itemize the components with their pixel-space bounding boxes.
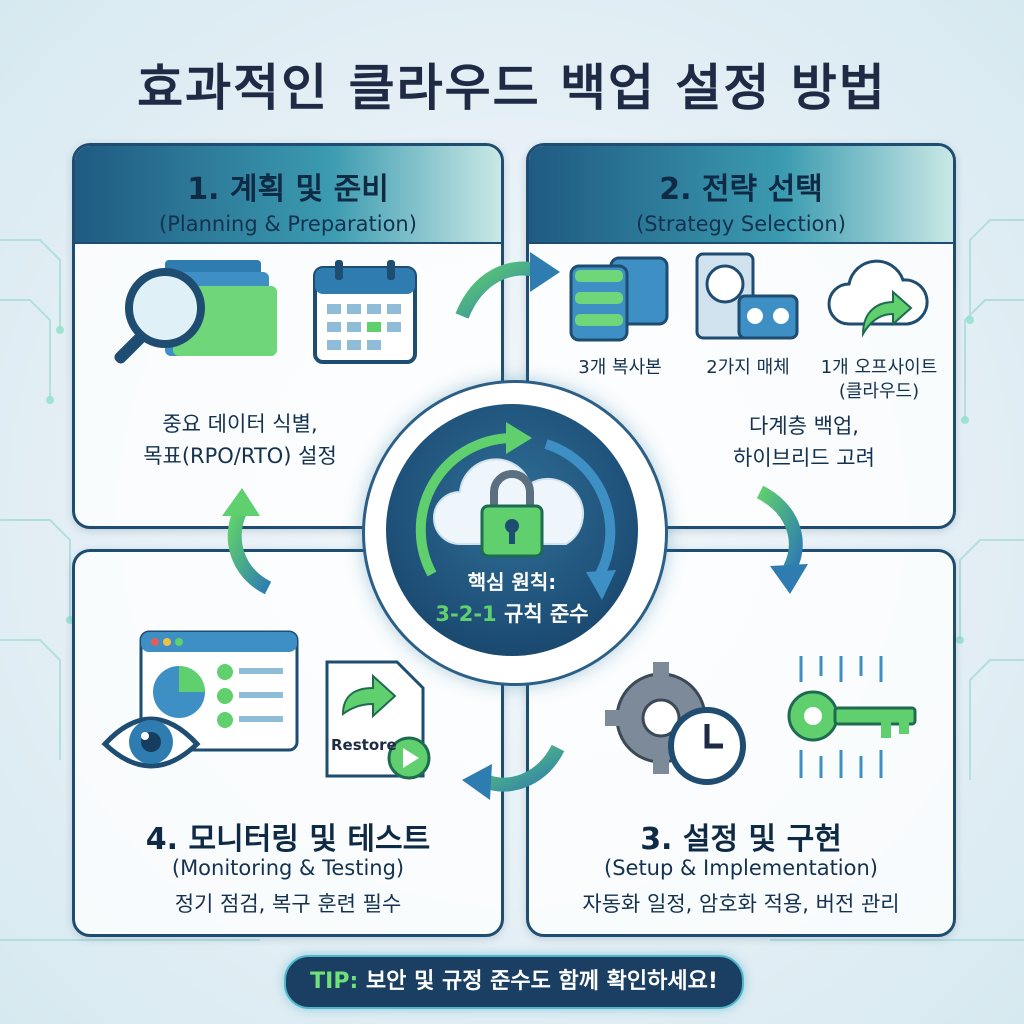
card-title: 3. 설정 및 구현 [640, 822, 842, 857]
icon-label: (클라우드) [838, 381, 920, 402]
cycle-arrows-icon [415, 422, 616, 600]
card-title: 4. 모니터링 및 테스트 [145, 822, 431, 857]
icon-label: 2가지 매체 [706, 357, 790, 378]
description-line: 중요 데이터 식별, [162, 412, 318, 436]
description-line: 목표(RPO/RTO) 설정 [143, 444, 337, 468]
card-header: 1. 계획 및 준비 (Planning & Preparation) [75, 146, 501, 244]
database-icon [569, 256, 669, 342]
card-description: 중요 데이터 식별, 목표(RPO/RTO) 설정 [115, 408, 365, 472]
card-description: 자동화 일정, 암호화 적용, 버전 관리 [582, 892, 900, 916]
card-subtitle: (Planning & Preparation) [159, 212, 417, 236]
restore-label: Restore [331, 736, 397, 754]
gear-clock-icon [605, 662, 746, 785]
center-principle-label: 핵심 원칙: [467, 570, 557, 594]
card-monitoring: Restore 4. 모니터링 및 테스트 (Monitoring & Test… [72, 549, 504, 937]
rule-highlight: 3-2-1 [435, 602, 497, 626]
calendar-icon [313, 260, 417, 364]
description-line: 하이브리드 고려 [733, 446, 875, 470]
card-description: 정기 점검, 복구 훈련 필수 [174, 892, 402, 916]
description-line: 다계층 백업, [749, 414, 859, 438]
cloud-lock-icon [433, 458, 584, 558]
arrow-down-icon [756, 485, 808, 594]
card-subtitle: (Setup & Implementation) [604, 856, 878, 880]
hard-drive-tape-icon [695, 252, 799, 340]
magnifier-folder-icon [114, 260, 277, 364]
center-principle-rule: 3-2-1 규칙 준수 [386, 598, 638, 628]
card-description: 다계층 백업, 하이브리드 고려 [679, 410, 929, 474]
page-title: 효과적인 클라우드 백업 설정 방법 [137, 59, 887, 117]
cloud-arrow-icon [827, 259, 929, 338]
card-subtitle: (Monitoring & Testing) [171, 856, 405, 880]
restore-file-icon [325, 660, 431, 780]
arrow-up-icon [222, 488, 272, 595]
tip-banner: TIP: 보안 및 규정 준수도 함께 확인하세요! [284, 955, 744, 1009]
dashboard-eye-icon [101, 630, 299, 769]
card-subtitle: (Strategy Selection) [636, 212, 846, 236]
digital-key-icon [787, 656, 917, 778]
card-title: 2. 전략 선택 [659, 172, 823, 207]
card-header: 2. 전략 선택 (Strategy Selection) [529, 146, 953, 244]
card-title: 1. 계획 및 준비 [187, 172, 389, 207]
rule-text: 규칙 준수 [496, 602, 589, 626]
tip-text: 보안 및 규정 준수도 함께 확인하세요! [358, 969, 718, 994]
icon-label: 3개 복사본 [578, 357, 662, 378]
arrow-left-icon [462, 744, 565, 800]
arrow-right-icon [455, 252, 560, 319]
tip-label: TIP: [310, 969, 359, 994]
icon-label: 1개 오프사이트 [820, 357, 938, 378]
card-planning: 1. 계획 및 준비 (Planning & Preparation) 중요 데… [72, 143, 504, 529]
